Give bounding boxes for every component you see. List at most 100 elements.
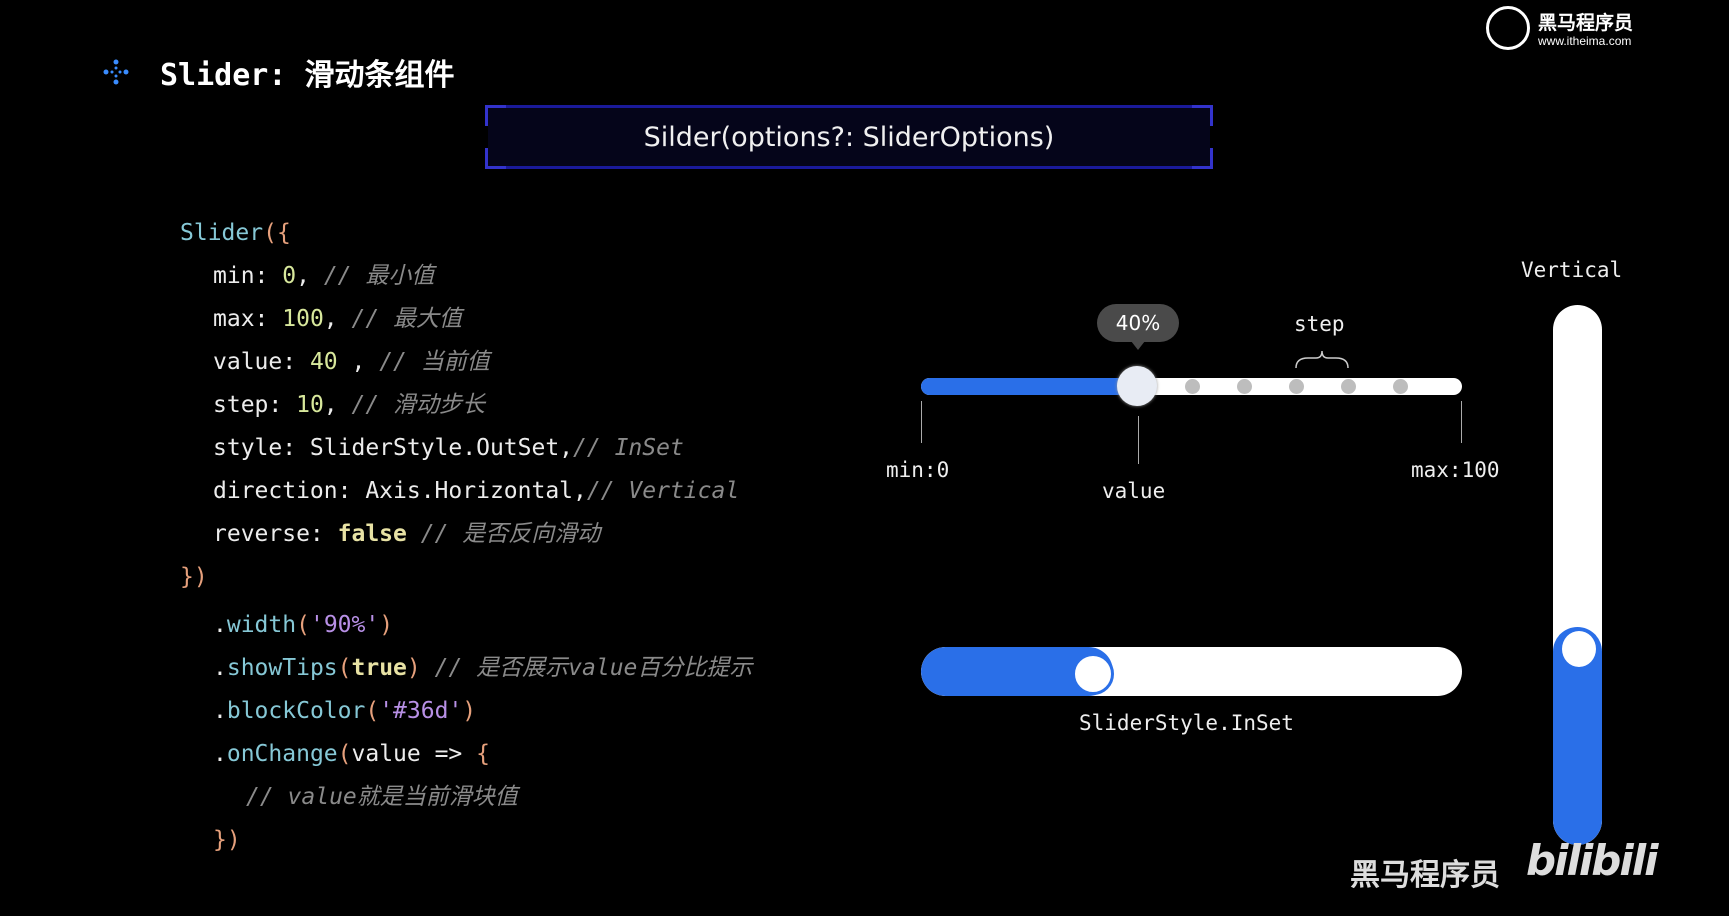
code-token: , [323, 392, 352, 418]
code-token [407, 521, 421, 547]
code-token: , [323, 306, 352, 332]
signature-box: Silder(options?: SliderOptions) [485, 105, 1213, 169]
code-line: .showTips(true) // 是否展示value百分比提示 [180, 647, 752, 690]
code-line: step: 10, // 滑动步长 [180, 384, 752, 427]
code-token: // 滑动步长 [351, 392, 486, 418]
code-token: ) [406, 655, 421, 681]
code-line: Slider({ [180, 212, 752, 255]
vertical-label: Vertical [1521, 258, 1623, 282]
code-token: 100 [282, 306, 324, 332]
code-token: value: [213, 349, 310, 375]
page-title: Slider: 滑动条组件 [160, 58, 455, 93]
value-tick [1138, 416, 1139, 464]
code-token: }) [213, 827, 241, 853]
step-brace-icon [1295, 350, 1349, 369]
code-token: . [213, 612, 227, 638]
step-dot [1341, 379, 1356, 394]
code-token: // 当前值 [379, 349, 490, 375]
code-token: // 是否展示value百分比提示 [434, 655, 753, 681]
slider-knob[interactable] [1117, 366, 1158, 406]
code-token: . [213, 655, 227, 681]
code-line: .width('90%') [180, 604, 752, 647]
code-token: direction: Axis.Horizontal, [213, 478, 587, 504]
code-line: direction: Axis.Horizontal,// Vertical [180, 470, 752, 513]
code-token: // 最小值 [323, 263, 435, 289]
value-label: value [1102, 479, 1166, 503]
slider-knob[interactable] [1559, 627, 1599, 670]
code-token: 10 [296, 392, 324, 418]
min-label: min:0 [886, 458, 950, 482]
code-token: { [476, 741, 490, 767]
code-token: // 是否反向滑动 [420, 521, 601, 547]
code-token: false [337, 521, 407, 547]
code-token: ( [337, 655, 352, 681]
horse-logo-icon [1486, 6, 1530, 50]
step-dot [1185, 379, 1200, 394]
slider-fill [921, 378, 1138, 395]
step-dot [1289, 379, 1304, 394]
code-line: .blockColor('#36d') [180, 690, 752, 733]
code-line: value: 40 , // 当前值 [180, 341, 752, 384]
code-line: style: SliderStyle.OutSet,// InSet [180, 427, 752, 470]
logo-url: www.itheima.com [1538, 34, 1632, 48]
code-line: reverse: false // 是否反向滑动 [180, 513, 752, 556]
step-dot [1237, 379, 1252, 394]
code-token: ) [379, 612, 394, 638]
code-token: step: [213, 392, 297, 418]
max-tick [1461, 401, 1462, 443]
code-token: min: [213, 263, 283, 289]
inset-label: SliderStyle.InSet [1079, 711, 1294, 735]
code-token: , [296, 263, 324, 289]
vertical-slider[interactable] [1553, 305, 1602, 845]
code-line: }) [180, 819, 752, 862]
signature-text: Silder(options?: SliderOptions) [643, 121, 1055, 153]
code-token: ( [365, 698, 380, 724]
code-line: }) [180, 556, 752, 599]
code-token: blockColor [226, 698, 366, 724]
code-token: // value就是当前滑块值 [246, 784, 518, 810]
code-token: // 最大值 [351, 306, 463, 332]
code-token: width [226, 612, 297, 638]
outset-slider[interactable] [921, 366, 1462, 406]
code-token: '90%' [309, 612, 380, 638]
code-token: value => [351, 741, 477, 767]
code-token: style: SliderStyle.OutSet, [213, 435, 574, 461]
code-token: , [337, 349, 380, 375]
code-token: Slider [180, 220, 264, 246]
slider-knob[interactable] [1072, 653, 1115, 695]
code-line: min: 0, // 最小值 [180, 255, 752, 298]
inset-slider[interactable] [921, 647, 1462, 696]
step-dot [1393, 379, 1408, 394]
itheima-logo: 黑马程序员 www.itheima.com [1486, 4, 1696, 54]
code-token: ( [337, 741, 352, 767]
sparkle-icon [102, 58, 130, 86]
code-token: . [213, 698, 227, 724]
code-token: showTips [226, 655, 338, 681]
code-token: onChange [226, 741, 338, 767]
code-token: 40 [309, 349, 338, 375]
code-line: max: 100, // 最大值 [180, 298, 752, 341]
max-label: max:100 [1411, 458, 1500, 482]
bilibili-logo: bilibili [1526, 836, 1659, 885]
code-token: // Vertical [586, 478, 740, 504]
code-token: ( [296, 612, 310, 638]
code-token: reverse: [213, 521, 338, 547]
code-line: .onChange(value => { [180, 733, 752, 776]
tooltip-text: 40% [1115, 311, 1161, 335]
code-token: true [351, 655, 407, 681]
code-token: }) [180, 564, 208, 590]
code-token: 0 [282, 263, 297, 289]
min-tick [921, 401, 922, 443]
code-token [421, 655, 435, 681]
step-label: step [1294, 312, 1345, 336]
code-token: ({ [263, 220, 291, 246]
code-token: // InSet [573, 435, 684, 461]
code-line: // value就是当前滑块值 [180, 776, 752, 819]
code-token: '#36d' [379, 698, 463, 724]
logo-name: 黑马程序员 [1538, 12, 1634, 34]
code-token: max: [213, 306, 283, 332]
code-token: ) [462, 698, 477, 724]
value-tooltip: 40% [1097, 304, 1179, 350]
watermark-name: 黑马程序员 [1350, 858, 1500, 893]
